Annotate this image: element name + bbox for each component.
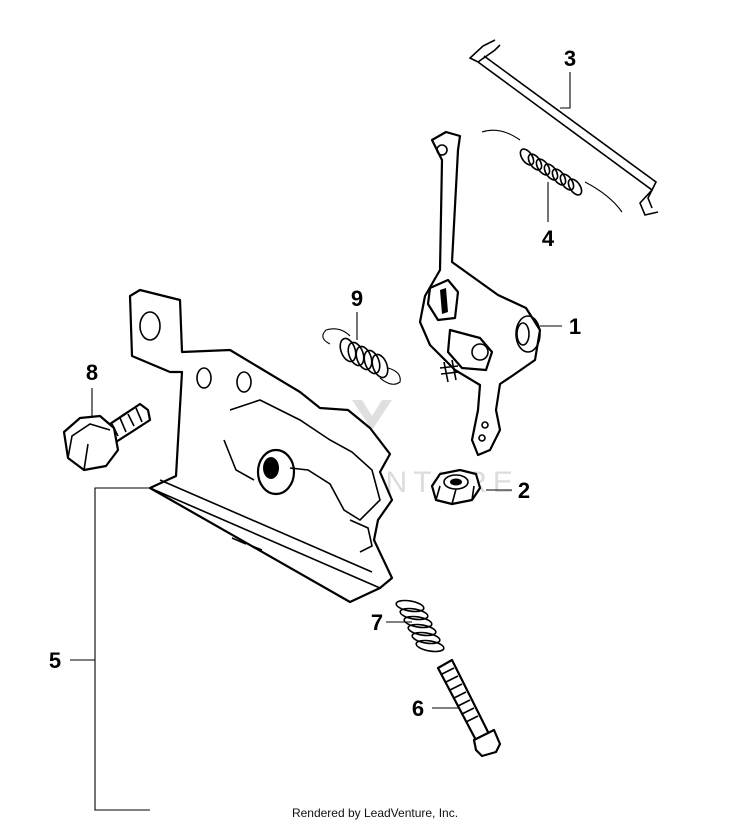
part-3-wire-rod bbox=[468, 39, 659, 216]
callout-7: 7 bbox=[371, 610, 383, 635]
callout-3: 3 bbox=[564, 46, 576, 71]
part-5-bracket bbox=[128, 288, 394, 604]
callout-2: 2 bbox=[518, 478, 530, 503]
part-1-lever bbox=[418, 130, 542, 457]
callout-6: 6 bbox=[412, 696, 424, 721]
leader-3 bbox=[560, 72, 571, 109]
leader-lines bbox=[70, 72, 571, 811]
callout-labels: 1 2 3 4 5 6 7 8 9 bbox=[49, 46, 581, 721]
callout-1: 1 bbox=[569, 314, 581, 339]
part-2-hex-nut bbox=[430, 468, 482, 506]
callout-4: 4 bbox=[542, 226, 555, 251]
part-7-spring bbox=[395, 599, 445, 653]
leader-5 bbox=[70, 487, 152, 811]
callout-9: 9 bbox=[351, 286, 363, 311]
part-8-bolt bbox=[62, 402, 152, 472]
callout-5: 5 bbox=[49, 648, 61, 673]
part-6-screw bbox=[436, 658, 502, 758]
part-4-spring bbox=[481, 129, 623, 213]
footer-credit: Rendered by LeadVenture, Inc. bbox=[291, 806, 459, 820]
callout-8: 8 bbox=[86, 360, 98, 385]
part-9-spring bbox=[322, 328, 401, 385]
